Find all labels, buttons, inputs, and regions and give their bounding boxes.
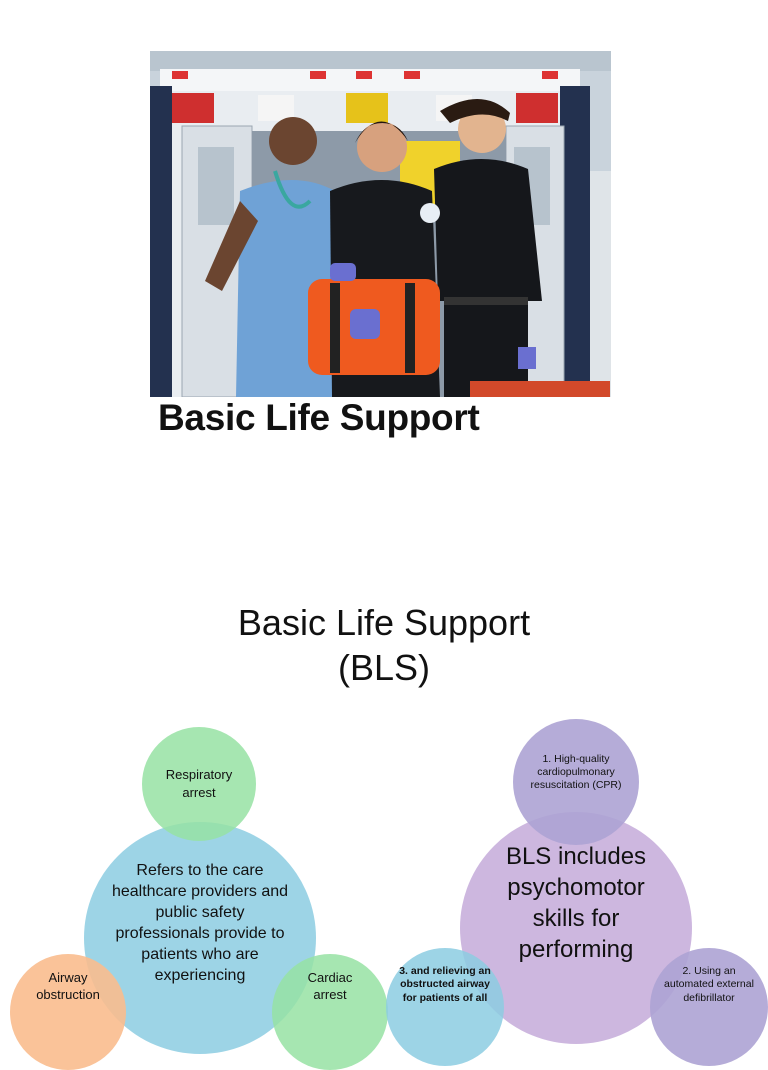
airway-relief-circle: 3. and relieving an obstructed airway fo… [386, 948, 504, 1066]
respiratory-arrest-circle: Respiratory arrest [142, 727, 256, 841]
aed-text: 2. Using an automated external defibrill… [664, 964, 754, 1004]
airway-obstruction-text: Airway obstruction [36, 970, 100, 1002]
paramedics-photo [150, 51, 611, 397]
slide2-title-line2: (BLS) [337, 647, 431, 688]
airway-obstruction-circle: Airway obstruction [10, 954, 126, 1070]
respiratory-arrest-text: Respiratory arrest [165, 767, 233, 800]
cardiac-arrest-text: Cardiac arrest [307, 970, 353, 1002]
slide2-title: Basic Life Support (BLS) [0, 600, 768, 690]
slide2-title-line1: Basic Life Support [237, 602, 531, 643]
slide-title: Basic Life Support [158, 397, 480, 438]
aed-circle: 2. Using an automated external defibrill… [650, 948, 768, 1066]
cardiac-arrest-circle: Cardiac arrest [272, 954, 388, 1070]
definition-text: Refers to the care healthcare providers … [111, 862, 289, 984]
skills-text: BLS includes psychomotor skills for perf… [505, 843, 647, 963]
airway-relief-text: 3. and relieving an obstructed airway fo… [399, 964, 491, 1004]
cpr-circle: 1. High-quality cardiopulmonary resuscit… [513, 719, 639, 845]
cpr-text: 1. High-quality cardiopulmonary resuscit… [530, 752, 622, 791]
